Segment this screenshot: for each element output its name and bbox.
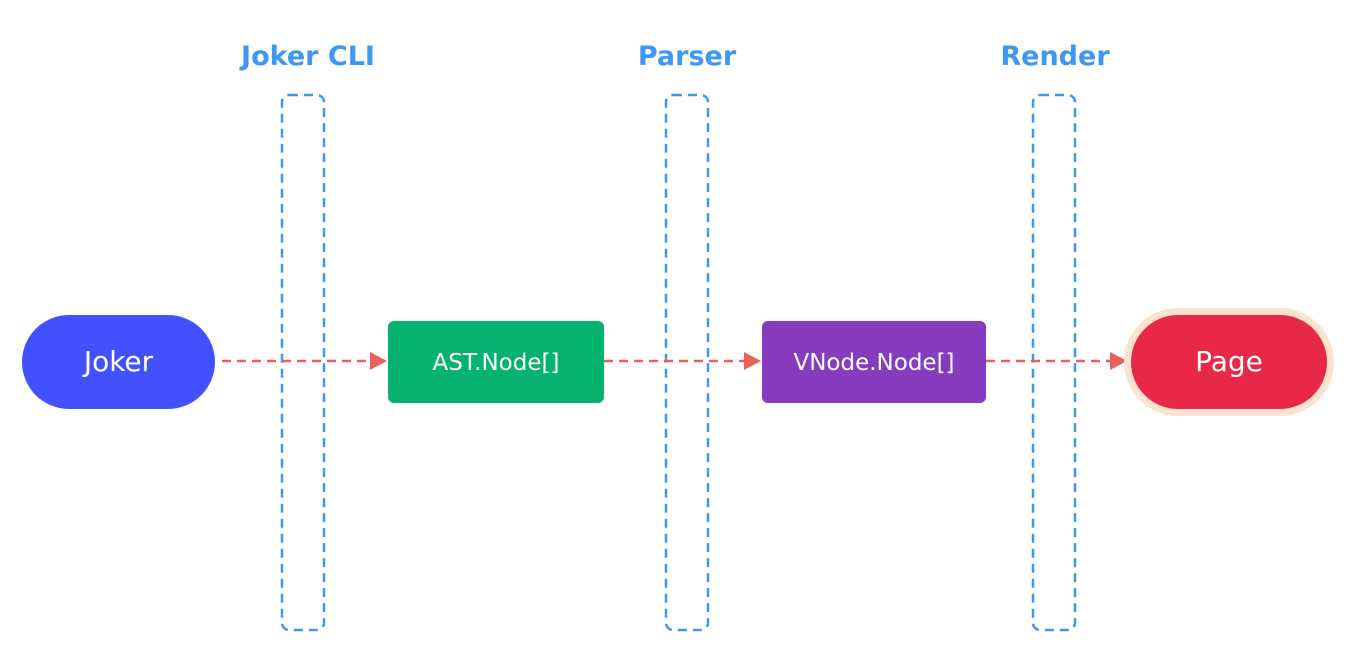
stage-lane-joker-cli: [280, 93, 326, 632]
stage-lane-render: [1031, 93, 1077, 632]
edge-ast-to-vnode: [604, 352, 761, 370]
node-joker-shape: [22, 315, 215, 409]
stage-title-joker-cli: Joker CLI: [239, 41, 375, 72]
edge-vnode-to-page: [986, 352, 1127, 370]
stage-title-render: Render: [1000, 41, 1110, 72]
edge-joker-to-ast: [222, 352, 387, 370]
node-page-label: Page: [1195, 345, 1263, 378]
node-page: Page: [1124, 308, 1334, 416]
node-page-shape: [1131, 315, 1327, 409]
stage-lane-parser: [664, 93, 710, 632]
stage-title-parser: Parser: [638, 41, 737, 72]
node-vnode: VNode.Node[]: [762, 321, 986, 403]
node-joker-label: Joker: [82, 345, 154, 378]
node-vnode-shape: [762, 321, 986, 403]
node-ast-shape: [388, 321, 604, 403]
node-ast: AST.Node[]: [388, 321, 604, 403]
node-vnode-label: VNode.Node[]: [793, 350, 954, 376]
node-ast-label: AST.Node[]: [433, 350, 560, 376]
node-joker: Joker: [22, 315, 215, 409]
